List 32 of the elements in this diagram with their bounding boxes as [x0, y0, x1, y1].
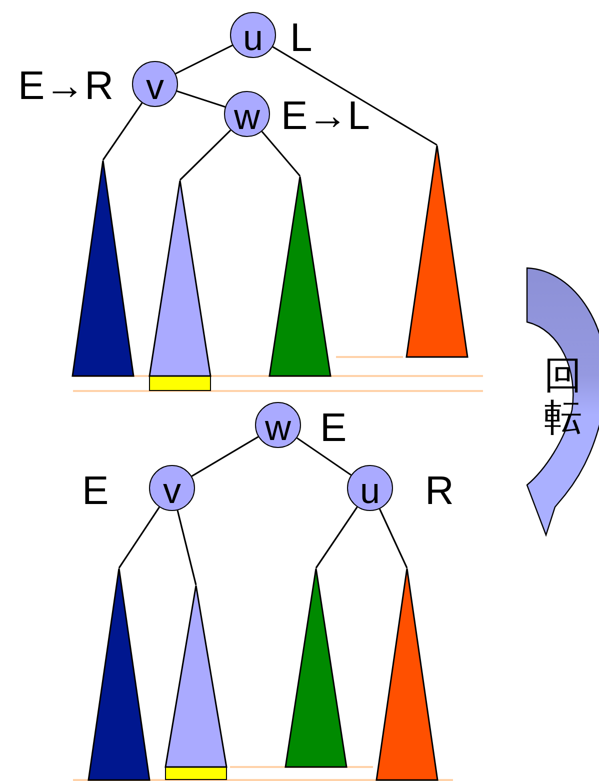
- tree-node: u: [347, 465, 393, 511]
- tree-edge: [179, 130, 232, 181]
- balance-label: E: [82, 471, 109, 511]
- tree-edge: [175, 44, 233, 74]
- tree-edge: [261, 130, 301, 177]
- subtree-triangle: [376, 568, 438, 780]
- subtree-triangle: [269, 176, 331, 376]
- tree-edge: [191, 436, 259, 477]
- tree-edge: [315, 506, 358, 568]
- tree-node: v: [132, 61, 178, 107]
- tree-edge: [102, 102, 143, 160]
- subtree-triangle: [149, 180, 211, 391]
- tree-edge: [118, 506, 160, 568]
- balance-label: L: [290, 18, 312, 58]
- subtree-triangle: [285, 568, 347, 767]
- balance-label: E→R: [18, 66, 114, 106]
- subtree-triangle: [72, 160, 134, 376]
- tree-edge: [176, 90, 226, 108]
- tree-edge: [272, 46, 438, 146]
- tree-edge: [296, 437, 352, 476]
- tree-node: v: [149, 465, 195, 511]
- balance-label: E: [320, 408, 347, 448]
- tree-node: u: [230, 12, 276, 58]
- tree-edge: [378, 508, 408, 568]
- subtree-triangle: [406, 145, 468, 357]
- subtree-triangle: [165, 585, 227, 780]
- tree-node: w: [255, 402, 301, 448]
- balance-label: R: [425, 471, 454, 511]
- subtree-triangle: [88, 568, 150, 780]
- tree-edge: [176, 510, 197, 586]
- tree-node: w: [224, 91, 270, 137]
- balance-label: E→L: [281, 96, 370, 136]
